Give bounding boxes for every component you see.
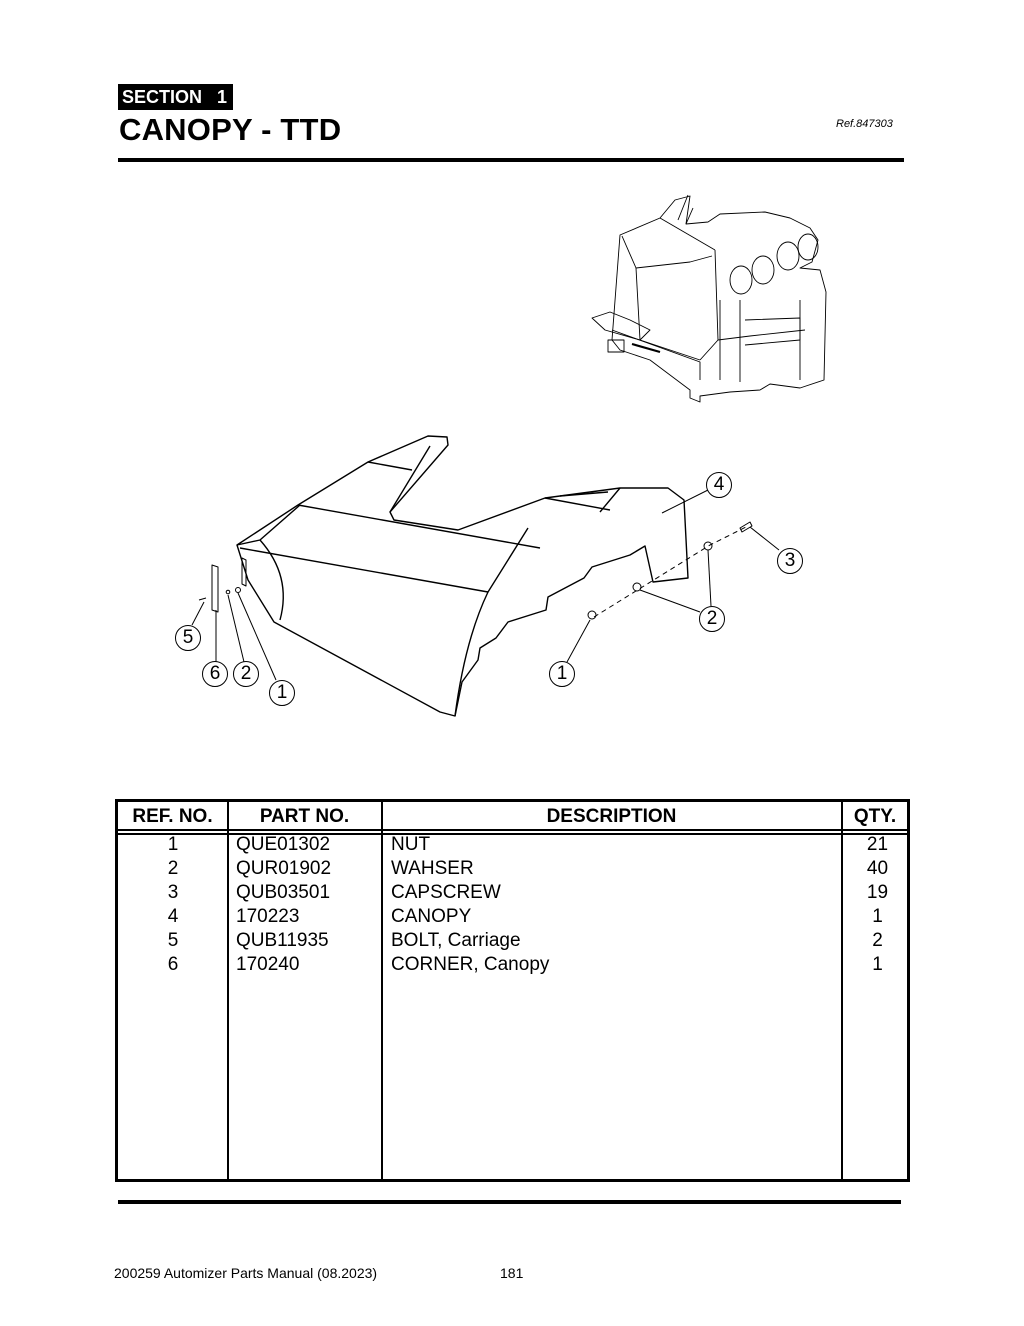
description: CORNER, Canopy: [391, 954, 550, 975]
qty: 1: [872, 954, 883, 975]
part-no: QUE01302: [236, 834, 331, 855]
table-row: 6 170240 CORNER, Canopy 1: [118, 953, 907, 977]
qty: 40: [866, 858, 889, 879]
header-rule: [118, 829, 907, 831]
manual-title: 200259 Automizer Parts Manual (08.2023): [114, 1265, 378, 1281]
part-no: 170240: [236, 954, 300, 975]
canopy-illustration: [236, 435, 689, 717]
ref-no: 6: [167, 954, 179, 975]
hardware-and-leaders: [191, 485, 780, 681]
qty: 21: [866, 834, 889, 855]
part-no: QUB11935: [236, 930, 329, 951]
part-no: QUR01902: [236, 858, 332, 879]
page-number: 181: [500, 1265, 524, 1281]
table-row: 3 QUB03501 CAPSCREW 19: [118, 881, 907, 905]
parts-table: REF. NO. PART NO. DESCRIPTION QTY. 1 QUE…: [115, 799, 910, 1182]
table-row: 2 QUR01902 WAHSER 40: [118, 857, 907, 881]
footer-divider: [118, 1200, 901, 1204]
table-row: 1 QUE01302 NUT 21: [118, 833, 907, 857]
callout-1-left: 1: [269, 680, 295, 706]
callout-2-left: 2: [233, 661, 259, 687]
callout-6: 6: [202, 661, 228, 687]
part-no: 170223: [236, 906, 300, 927]
qty: 19: [866, 882, 889, 903]
table-row: 5 QUB11935 BOLT, Carriage 2: [118, 929, 907, 953]
column-divider: [227, 802, 229, 1179]
section-badge: SECTION 1: [118, 84, 234, 110]
callout-4: 4: [706, 472, 732, 498]
ref-no: 1: [167, 834, 179, 855]
ref-no: 3: [167, 882, 179, 903]
header-qty: QTY.: [853, 806, 897, 827]
description: CAPSCREW: [391, 882, 501, 903]
callout-2: 2: [699, 606, 725, 632]
machine-overview-illustration: [591, 194, 827, 403]
ref-no: 2: [167, 858, 179, 879]
description: CANOPY: [391, 906, 472, 927]
callout-1: 1: [549, 661, 575, 687]
callout-3: 3: [777, 548, 803, 574]
column-divider: [381, 802, 383, 1179]
part-no: QUB03501: [236, 882, 331, 903]
qty: 2: [872, 930, 883, 951]
ref-no: 4: [167, 906, 179, 927]
page-title: CANOPY - TTD: [119, 112, 342, 147]
header-rule: [118, 833, 907, 835]
description: BOLT, Carriage: [391, 930, 521, 951]
reference-number: Ref.847303: [836, 118, 893, 130]
callout-5: 5: [175, 625, 201, 651]
qty: 1: [872, 906, 883, 927]
table-row: 4 170223 CANOPY 1: [118, 905, 907, 929]
column-divider: [841, 802, 843, 1179]
header-description: DESCRIPTION: [546, 806, 677, 827]
header-part-no: PART NO.: [259, 806, 350, 827]
description: NUT: [391, 834, 431, 855]
table-body: 1 QUE01302 NUT 21 2 QUR01902 WAHSER 40 3…: [118, 833, 907, 977]
header-divider: [118, 158, 904, 162]
header-ref-no: REF. NO.: [132, 806, 213, 827]
description: WAHSER: [391, 858, 474, 879]
ref-no: 5: [167, 930, 179, 951]
parts-diagram: [191, 194, 827, 717]
